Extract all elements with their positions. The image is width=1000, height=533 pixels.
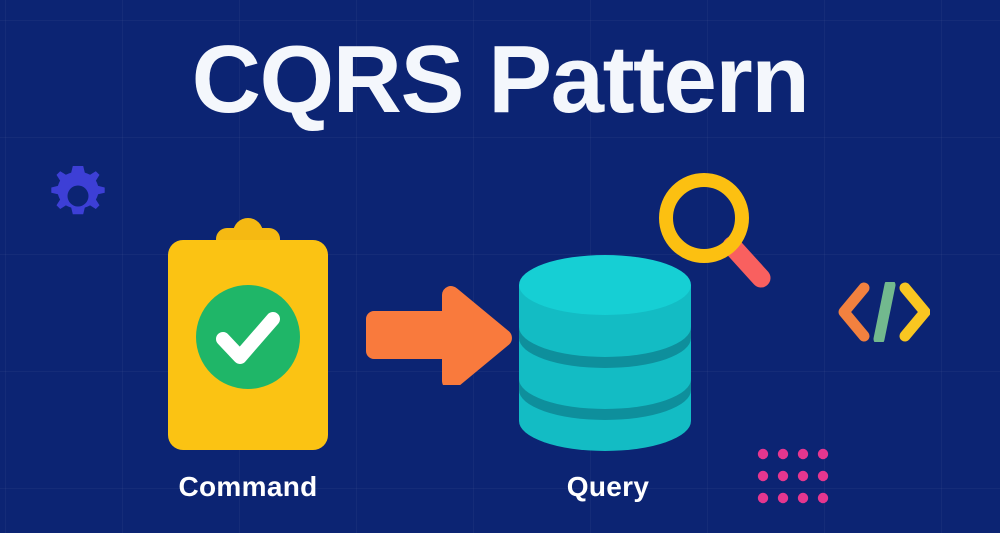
arrow-right-icon xyxy=(360,285,520,390)
forward-slash xyxy=(873,279,896,345)
page-title: CQRS Pattern xyxy=(191,26,810,133)
right-angle-bracket xyxy=(899,282,931,342)
label-command: Command xyxy=(178,471,318,502)
database-top xyxy=(519,255,691,315)
magnifier-handle xyxy=(722,236,771,288)
code-brackets-icon xyxy=(838,279,931,345)
database-band-upper xyxy=(519,327,691,368)
check-circle-icon xyxy=(196,285,300,389)
magnifying-glass-icon xyxy=(652,168,776,292)
left-angle-bracket xyxy=(838,282,870,342)
dot-grid-icon xyxy=(757,448,829,504)
gear-icon xyxy=(44,162,112,230)
label-query: Query xyxy=(566,471,650,502)
clipboard-icon xyxy=(168,215,328,450)
magnifier-ring xyxy=(659,173,749,263)
database-band-lower xyxy=(519,379,691,420)
database-cylinder-icon xyxy=(517,253,693,453)
